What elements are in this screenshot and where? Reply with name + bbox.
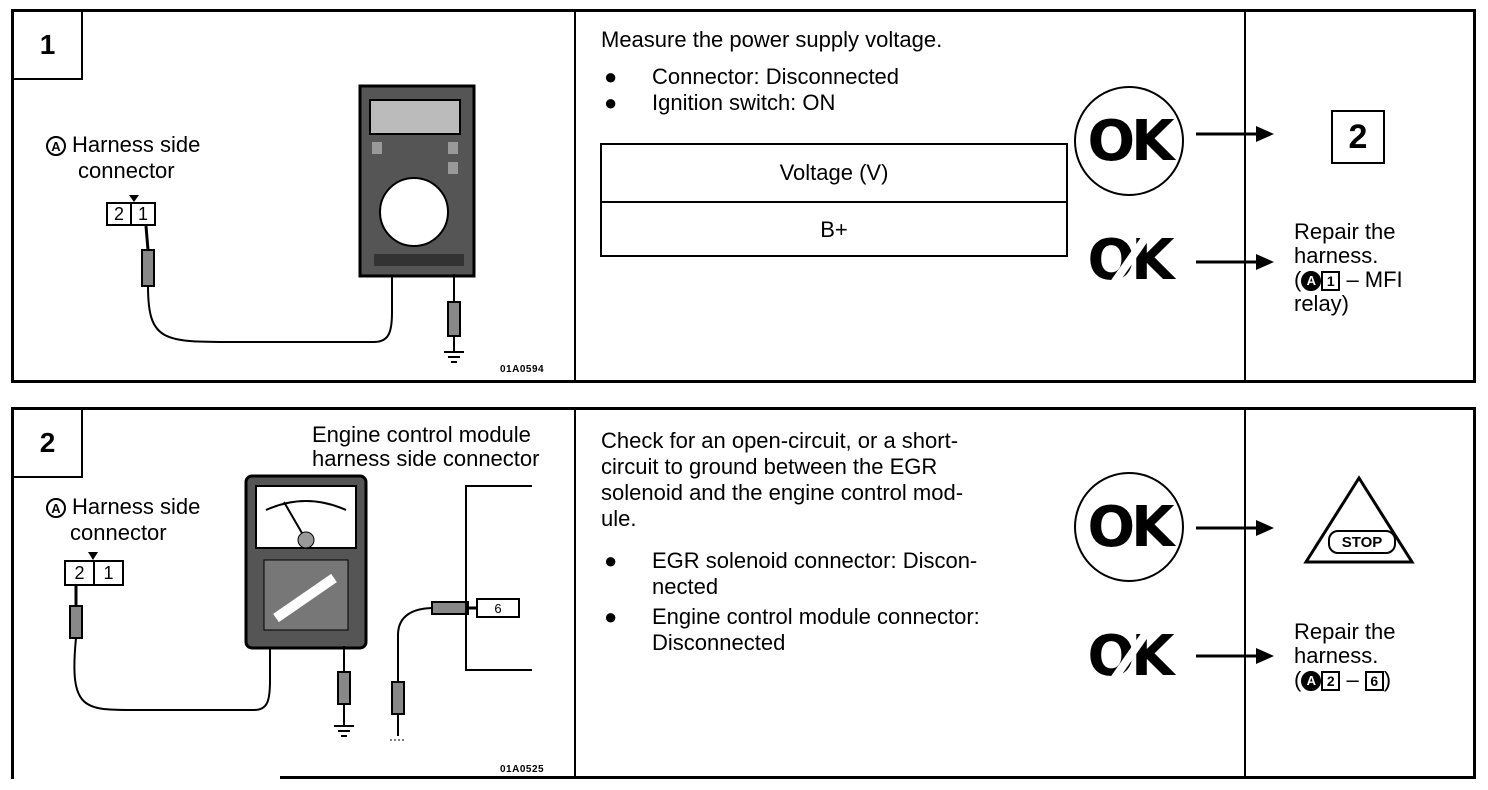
ecm-pin-box: 6 [476,598,520,618]
figure-code: 01A0594 [500,364,545,375]
column-divider [1244,410,1246,779]
arrow-right-icon [1196,520,1274,536]
bullet-text: EGR solenoid connector: Discon- [652,548,978,573]
bullet-text: Engine control module connector: [652,604,980,629]
column-divider [574,12,576,380]
bullet-icon: ● [604,604,618,629]
repair-line: Repair the [1294,619,1396,644]
step-2-block: 2 Engine control module harness side con… [11,407,1476,779]
column-divider [1244,12,1246,380]
ok-icon: OK [1074,86,1184,196]
harness-label-2: connector [70,520,167,545]
block-bottom-border [280,776,1476,779]
bullet-icon: ● [604,90,618,115]
multimeter-illustration [129,84,476,363]
harness-connector: 2 1 [64,560,124,586]
pin-2: 2 [66,562,95,584]
harness-label: Harness side [72,132,201,157]
step-1-block: 1 A Harness side connector 2 1 [11,9,1476,383]
ng-icon: OK [1074,220,1184,300]
pin-box: 1 [1321,271,1341,292]
voltage-table: Voltage (V) B+ [600,143,1068,257]
bullet-text: Disconnected [652,630,786,655]
paren: ) [1383,667,1392,692]
table-header: Voltage (V) [779,160,889,185]
stop-label: STOP [1328,530,1396,554]
step-number: 1 [14,12,83,80]
paren: ( [1294,667,1302,692]
repair-line: Repair the [1294,219,1396,244]
column-divider [574,410,576,779]
ecm-label-2: harness side connector [312,446,540,471]
instruction: Measure the power supply voltage. [601,27,943,52]
pin-box: 2 [1321,671,1341,692]
ok-icon: OK [1074,472,1184,582]
pin-box: 6 [1364,671,1384,692]
connector-a-icon: A [46,136,66,156]
repair-suffix: – MFI [1340,267,1403,292]
ecm-label: Engine control module [312,422,531,447]
dash: – [1340,667,1365,692]
pin-1: 1 [103,562,114,583]
instruction-line: Check for an open-circuit, or a short- [601,428,959,453]
pin-1: 1 [137,203,148,224]
arrow-right-icon [1196,254,1274,270]
repair-line: relay) [1294,291,1350,316]
figure-code: 01A0525 [500,764,545,775]
repair-line: harness. [1294,643,1379,668]
next-step-box: 2 [1331,110,1385,164]
arrow-right-icon [1196,648,1274,664]
pin-2: 2 [108,204,132,224]
arrow-right-icon [1196,126,1274,142]
connector-a-icon: A [46,498,66,518]
bullet-text: nected [652,574,719,599]
harness-connector: 2 1 [106,202,156,226]
step-2-diagram: 2 Engine control module harness side con… [14,410,576,779]
ohmmeter-illustration [69,474,532,741]
table-value: B+ [602,201,1066,257]
connector-a-icon: A [1301,671,1322,692]
step-1-diagram: 1 A Harness side connector 2 1 [14,12,576,380]
harness-label-2: connector [78,158,175,183]
instruction-line: circuit to ground between the EGR [601,454,938,479]
step-number: 2 [14,410,83,478]
bullet-icon: ● [604,548,618,573]
instruction-line: ule. [601,506,637,531]
paren: ( [1294,267,1302,292]
harness-label: Harness side [72,494,201,519]
instruction-line: solenoid and the engine control mod- [601,480,964,505]
ng-icon: OK [1074,616,1184,696]
connector-a-icon: A [1301,271,1322,292]
bullet-text: Connector: Disconnected [652,64,900,89]
bullet-text: Ignition switch: ON [652,90,836,115]
bullet-icon: ● [604,64,618,89]
repair-line: harness. [1294,243,1379,268]
